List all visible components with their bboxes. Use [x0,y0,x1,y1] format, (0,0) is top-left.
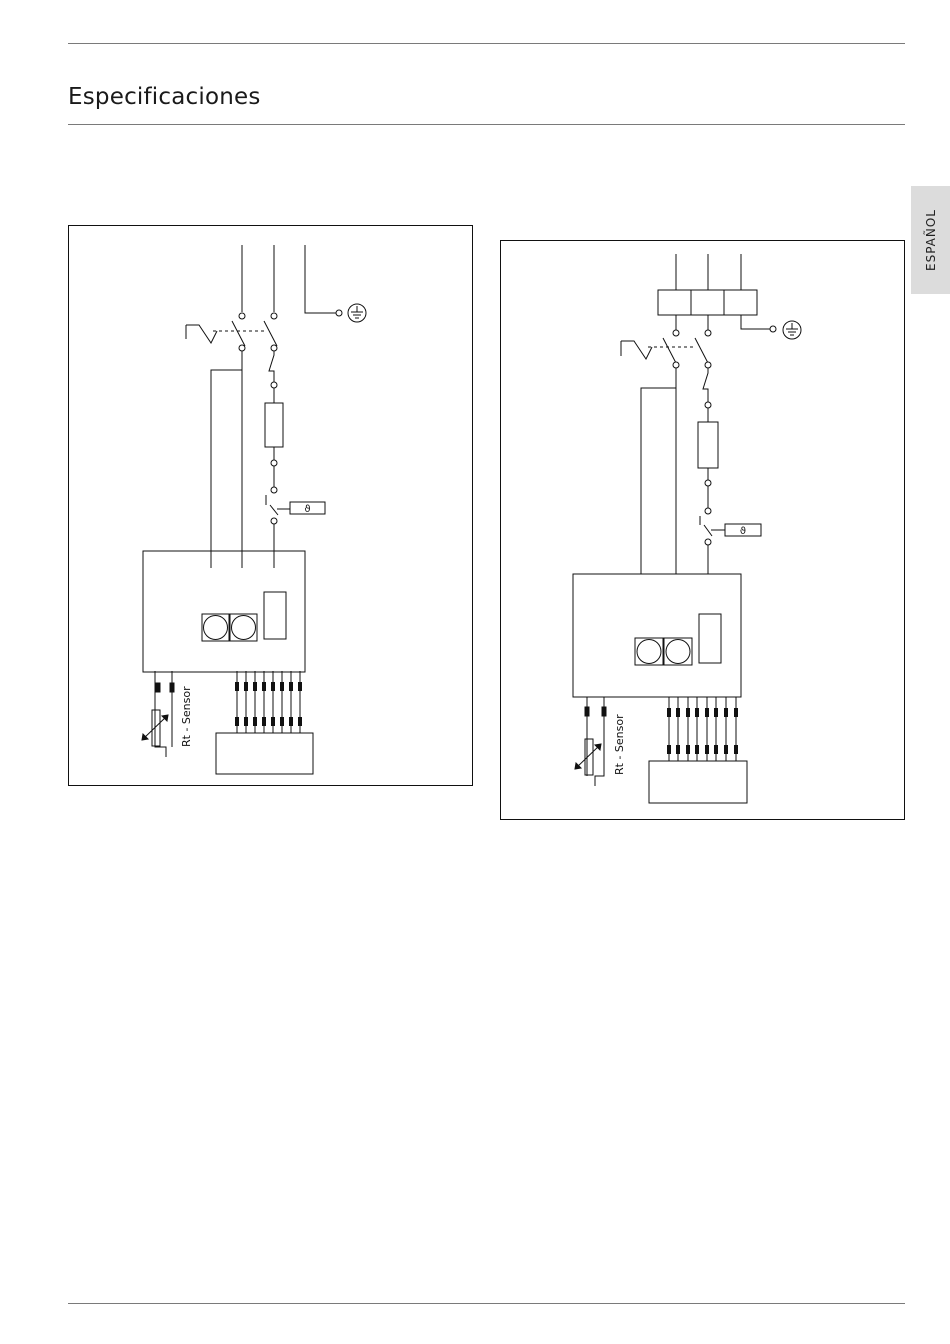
control-box [143,551,305,672]
button-right [664,638,692,665]
button-right [230,614,257,641]
connector-block [649,761,747,803]
connector-block [216,733,313,774]
rt-sensor [142,671,174,757]
control-wiring [211,351,290,568]
supply-lines [239,245,342,319]
heating-element [698,422,718,468]
svg-text:ϑ: ϑ [740,526,746,537]
top-rule [68,43,905,44]
rt-sensor [575,697,606,786]
sensor-label: Rt - Sensor [180,686,193,747]
thermostat-icon: ϑ [725,524,761,537]
control-wiring [641,368,725,574]
sensor-label: Rt - Sensor [613,714,626,775]
language-tab[interactable]: ESPAÑOL [911,186,950,294]
control-box [573,574,741,697]
main-switch [621,338,711,368]
connector-bundle [649,697,747,803]
connector-bundle [216,671,313,774]
heating-element [265,403,283,447]
bottom-rule [68,1303,905,1304]
earth-ground-icon [348,304,366,322]
earth-ground-icon [783,321,801,339]
diagram-frame [501,241,905,820]
wiring-diagram-1: ϑ Rt - Sensor [68,225,473,786]
supply-lines [676,254,741,290]
svg-text:ϑ: ϑ [304,504,310,515]
language-tab-label: ESPAÑOL [924,209,938,271]
display-window [699,614,721,663]
page-title: Especificaciones [68,84,261,110]
terminal-block [658,290,776,336]
main-switch [186,321,277,351]
wiring-diagram-2: ϑ Rt - Sensor [500,240,905,820]
display-window [264,592,286,639]
title-underline [68,124,905,125]
button-left [202,614,229,641]
thermostat-icon: ϑ [290,502,325,515]
button-left [635,638,663,665]
